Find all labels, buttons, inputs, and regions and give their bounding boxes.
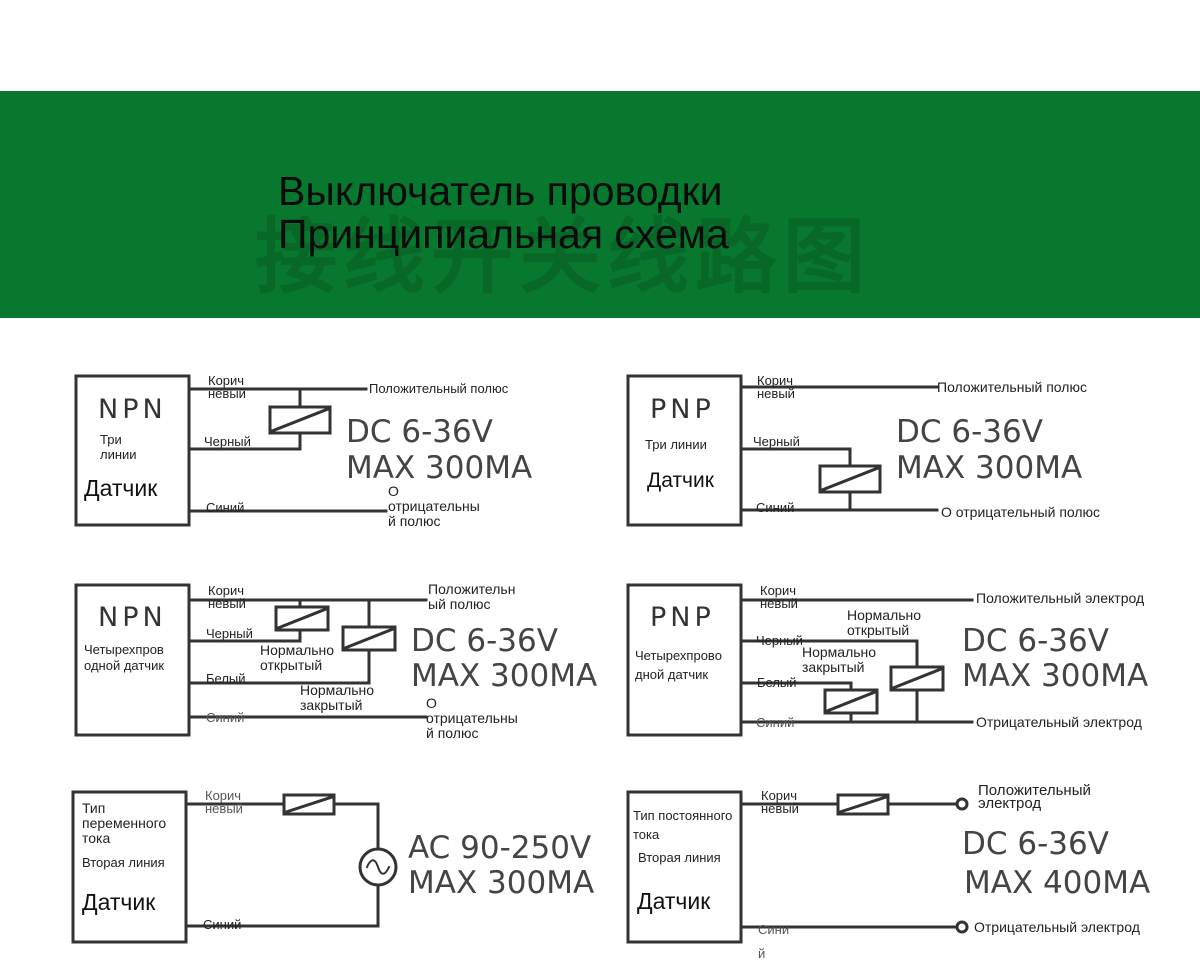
d6-sensor-box — [626, 790, 743, 944]
banner-watermark: 接线开关线路图 — [255, 210, 872, 305]
d4-desc: Четырехпрово дной датчик — [635, 648, 722, 682]
d1-lines: Три линии — [100, 432, 137, 462]
d5-load — [282, 793, 336, 816]
d4-negative: Отрицательный электрод — [976, 714, 1142, 730]
d3-positive: Положительн ый полюс — [428, 581, 516, 612]
d5-line: Вторая линия — [82, 855, 165, 870]
d3-wire-brown: Корич невый — [208, 583, 246, 611]
d3-negative: О отрицательны й полюс — [426, 695, 518, 741]
d5-wire-brown: Корич невый — [205, 788, 243, 816]
d2-wire-brown: Корич невый — [757, 373, 795, 401]
d5-sensor-box — [71, 790, 188, 944]
d5-blue-wire — [184, 883, 380, 928]
d6-spec-voltage: DC 6-36V — [962, 826, 1109, 862]
d3-wire-black: Черный — [206, 626, 253, 641]
d3-white-wire — [187, 648, 371, 685]
d6-line: Вторая линия — [638, 850, 721, 865]
d4-spec-current: MAX 300MA — [962, 658, 1149, 694]
d3-wire-blue: Синий — [206, 710, 245, 725]
d1-wire-black: Черный — [204, 434, 251, 449]
d3-normally-closed: Нормально закрытый — [300, 682, 375, 713]
d6-wire-blue: Сини й — [758, 922, 790, 961]
d2-negative: О отрицательный полюс — [941, 504, 1101, 520]
d2-positive: Положительный полюс — [937, 379, 1087, 395]
d6-negative-terminal — [955, 920, 969, 934]
d6-wire-brown: Корич невый — [761, 788, 799, 816]
d1-positive: Положительный полюс — [369, 381, 509, 396]
d4-positive: Положительный электрод — [976, 590, 1145, 606]
d5-wire-blue: Синий — [203, 917, 242, 932]
d4-spec-voltage: DC 6-36V — [962, 623, 1109, 659]
d5-sensor-label: Датчик — [82, 889, 156, 915]
d2-lines: Три линии — [645, 437, 707, 452]
d3-spec-voltage: DC 6-36V — [411, 623, 558, 659]
d2-sensor-label: Датчик — [647, 469, 714, 492]
d2-wire-black: Черный — [753, 434, 800, 449]
d4-wire-brown: Корич невый — [760, 583, 798, 611]
d6-positive: Положительный электрод — [978, 782, 1091, 812]
d3-desc: Четырехпров одной датчик — [84, 642, 165, 673]
d3-sensor-box — [74, 583, 191, 737]
d5-spec-voltage: AC 90-250V — [408, 830, 592, 866]
d1-wire-brown: Корич невый — [208, 373, 246, 401]
d4-normally-closed: Нормально закрытый — [802, 644, 877, 675]
d5-brown-wire — [184, 802, 380, 851]
d3-spec-current: MAX 300MA — [411, 658, 598, 694]
d4-sensor-box — [626, 583, 743, 737]
d2-spec-voltage: DC 6-36V — [896, 414, 1043, 450]
d5-type-label: Тип переменного тока — [82, 800, 167, 846]
d3-type: NPN — [98, 602, 167, 633]
d1-spec-current: MAX 300MA — [346, 450, 533, 486]
d5-spec-current: MAX 300MA — [408, 865, 595, 901]
d4-black-wire — [739, 639, 919, 669]
d1-sensor-label: Датчик — [84, 475, 158, 501]
d4-white-wire — [739, 681, 853, 692]
d4-wire-white: Белый — [757, 675, 797, 690]
d1-black-wire — [187, 431, 302, 451]
d2-spec-current: MAX 300MA — [896, 450, 1083, 486]
d6-positive-terminal — [955, 797, 969, 811]
banner-title: Выключатель проводки Принципиальная схем… — [278, 170, 729, 256]
banner-title-line1: Выключатель проводки — [278, 168, 723, 214]
d4-wire-blue: Синий — [756, 715, 795, 730]
d4-normally-open: Нормально открытый — [847, 607, 922, 638]
d6-sensor-label: Датчик — [637, 888, 711, 914]
d3-normally-open: Нормально открытый — [260, 642, 335, 673]
d1-negative: О отрицательны й полюс — [388, 483, 480, 529]
d2-black-wire — [739, 447, 852, 468]
d2-wire-blue: Синий — [756, 500, 795, 515]
banner-title-line2: Принципиальная схема — [278, 211, 729, 257]
d1-wire-blue: Синий — [206, 500, 245, 515]
d1-type: NPN — [98, 394, 167, 425]
d3-wire-white: Белый — [206, 671, 246, 686]
d2-type: PNP — [650, 394, 715, 425]
d3-relay-no — [274, 605, 330, 632]
d6-type-label: Тип постоянного тока — [633, 808, 733, 842]
d3-black-wire — [187, 628, 302, 643]
d4-wire-black: Черный — [756, 633, 803, 648]
header-banner — [0, 91, 1200, 318]
d1-spec-voltage: DC 6-36V — [346, 414, 493, 450]
d6-load — [836, 793, 890, 816]
d6-negative: Отрицательный электрод — [974, 919, 1140, 935]
d1-relay — [268, 405, 332, 435]
d6-spec-current: MAX 400MA — [964, 865, 1151, 901]
d4-type: PNP — [650, 602, 715, 633]
